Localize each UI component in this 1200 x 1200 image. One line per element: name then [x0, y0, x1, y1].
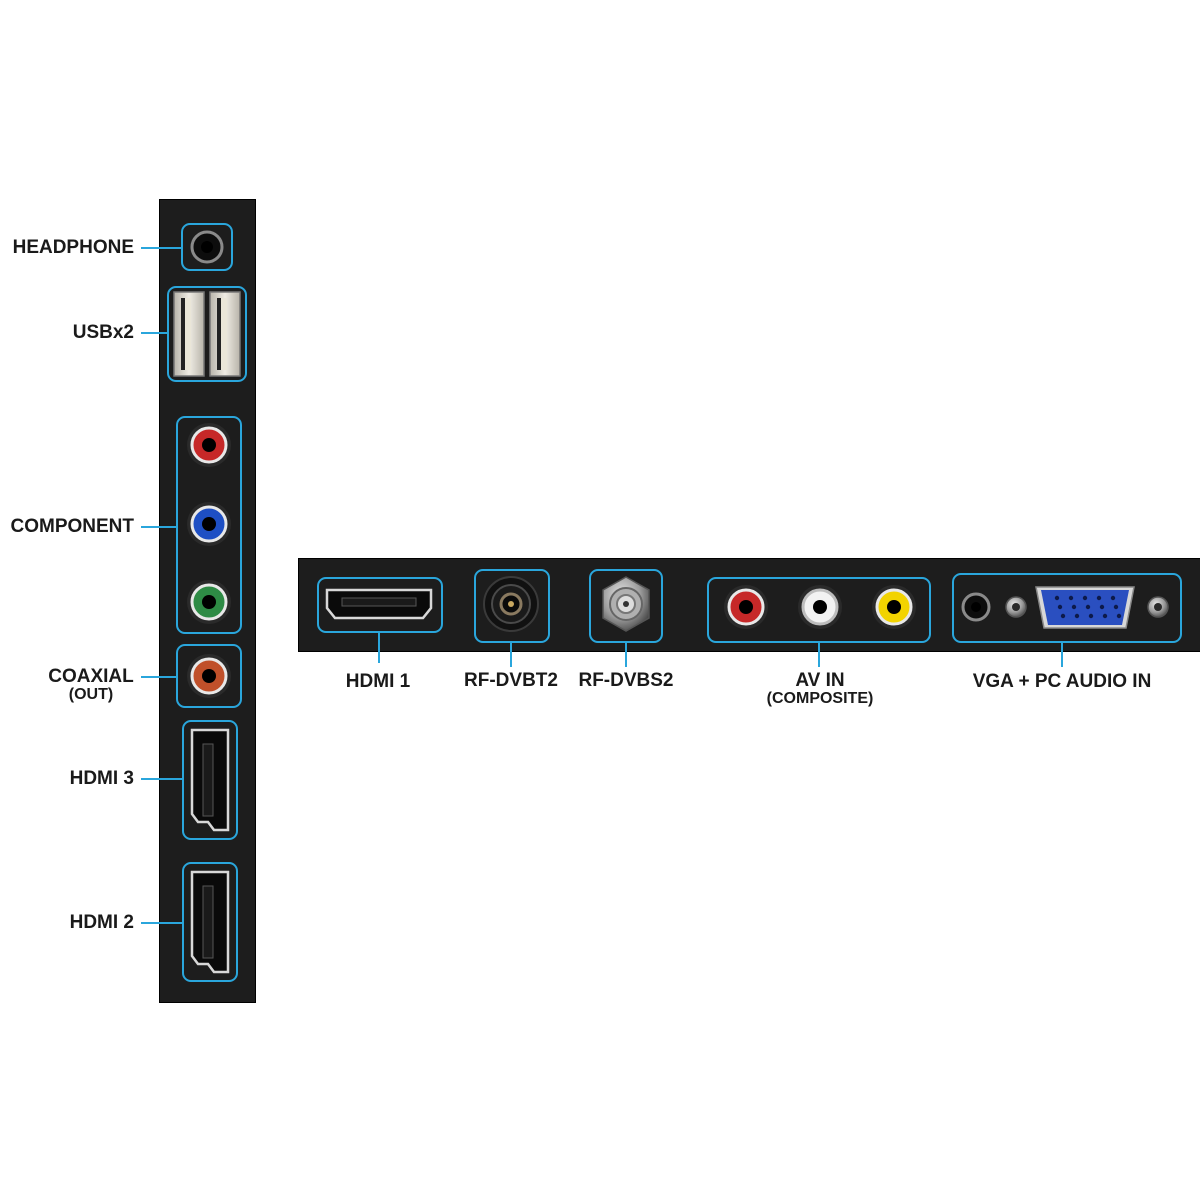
component-red-jack-icon [187, 423, 231, 467]
av-white-jack-icon [798, 585, 842, 629]
vga-screw-left-icon [1006, 597, 1026, 617]
av-yellow-jack-icon [872, 585, 916, 629]
hdmi1-port-icon [327, 590, 431, 618]
vga-port-icon [1036, 587, 1134, 628]
coax-connector-icon [484, 577, 538, 631]
av-red-jack-icon [724, 585, 768, 629]
hdmi2-port-icon [192, 872, 228, 972]
usb-port-icon [174, 292, 240, 376]
pc-audio-jack-icon [963, 594, 989, 620]
f-connector-icon [603, 577, 649, 631]
component-green-jack-icon [187, 580, 231, 624]
headphone-jack-icon [192, 232, 222, 262]
vga-screw-right-icon [1148, 597, 1168, 617]
component-blue-jack-icon [187, 502, 231, 546]
coaxial-jack-icon [187, 654, 231, 698]
hdmi3-port-icon [192, 730, 228, 830]
